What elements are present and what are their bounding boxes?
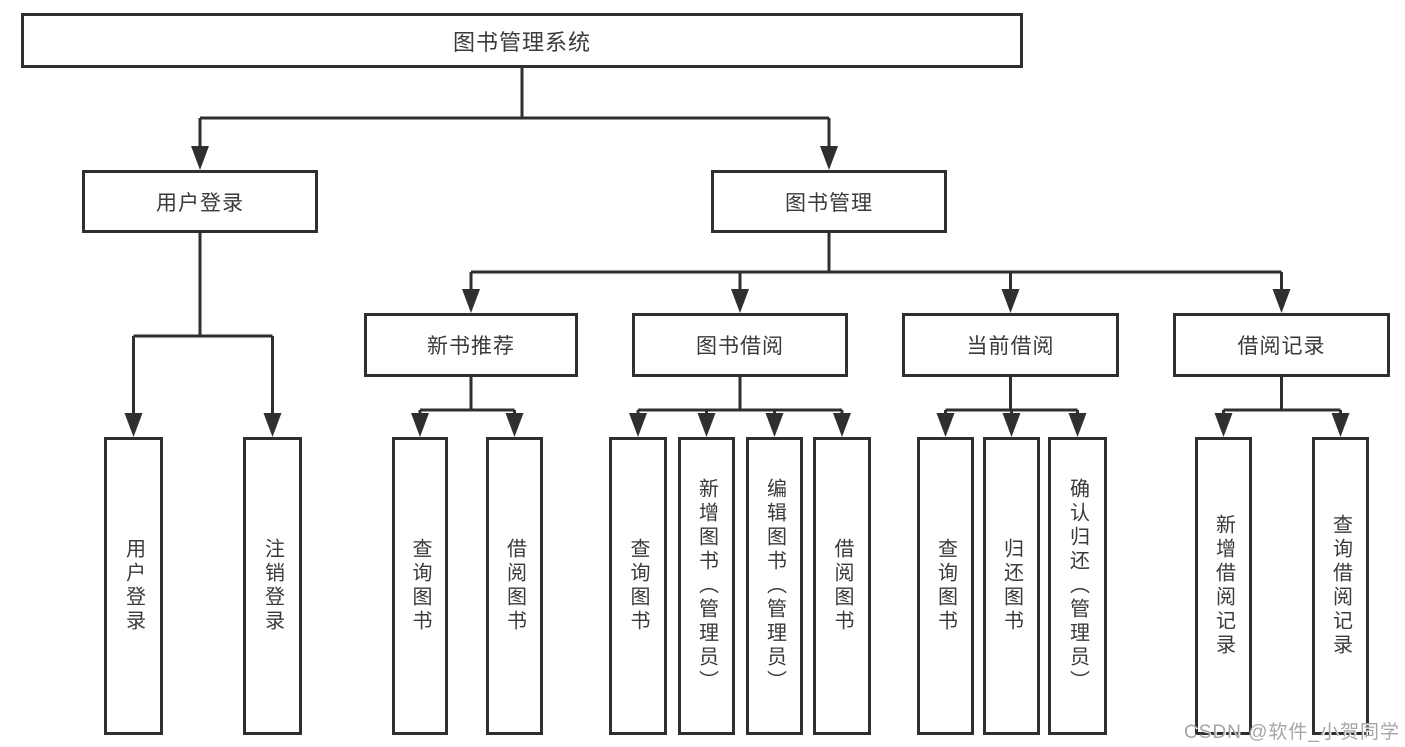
node-book-management-label: 图书管理	[785, 191, 873, 215]
leaf-borrow-books-label: 借阅图书	[831, 538, 853, 634]
leaf-add-books-admin-label: 新增图书（管理员）	[695, 478, 718, 694]
leaf-query-borrow-record-label: 查询借阅记录	[1329, 514, 1352, 658]
node-new-book-recommend-label: 新书推荐	[427, 335, 515, 358]
arrowhead-icons	[124, 146, 1350, 437]
node-book-borrow: 图书借阅	[632, 313, 848, 377]
leaf-edit-books-admin: 编辑图书（管理员）	[746, 437, 803, 735]
leaf-query-books-current-label: 查询图书	[934, 538, 957, 634]
csdn-watermark: CSDN @软件_小贺同学	[1184, 722, 1400, 743]
node-book-borrow-label: 图书借阅	[696, 335, 784, 358]
node-current-borrow: 当前借阅	[902, 313, 1119, 377]
leaf-user-login-label: 用户登录	[122, 538, 145, 634]
leaf-borrow-books-recommend-label: 借阅图书	[503, 538, 526, 634]
node-borrow-records: 借阅记录	[1173, 313, 1390, 377]
node-user-login: 用户登录	[82, 170, 318, 233]
leaf-add-books-admin: 新增图书（管理员）	[678, 437, 735, 735]
leaf-return-books: 归还图书	[983, 437, 1040, 735]
node-current-borrow-label: 当前借阅	[966, 335, 1055, 358]
leaf-user-login: 用户登录	[104, 437, 163, 735]
leaf-query-books-borrow: 查询图书	[609, 437, 667, 735]
leaf-confirm-return-admin-label: 确认归还（管理员）	[1066, 478, 1089, 694]
leaf-borrow-books: 借阅图书	[813, 437, 871, 735]
node-root: 图书管理系统	[21, 13, 1023, 68]
node-user-login-label: 用户登录	[156, 191, 244, 215]
node-book-management: 图书管理	[711, 170, 947, 233]
leaf-query-books-borrow-label: 查询图书	[627, 538, 649, 634]
leaf-edit-books-admin-label: 编辑图书（管理员）	[763, 478, 786, 694]
leaf-borrow-books-recommend: 借阅图书	[486, 437, 543, 735]
leaf-logout: 注销登录	[243, 437, 302, 735]
leaf-query-books-recommend: 查询图书	[392, 437, 448, 735]
leaf-query-books-recommend-label: 查询图书	[409, 538, 431, 634]
node-new-book-recommend: 新书推荐	[364, 313, 578, 377]
leaf-logout-label: 注销登录	[261, 538, 284, 634]
leaf-add-borrow-record-label: 新增借阅记录	[1212, 514, 1235, 658]
leaf-return-books-label: 归还图书	[1000, 538, 1023, 634]
node-borrow-records-label: 借阅记录	[1237, 335, 1326, 358]
leaf-query-books-current: 查询图书	[917, 437, 974, 735]
leaf-query-borrow-record: 查询借阅记录	[1312, 437, 1369, 735]
leaf-add-borrow-record: 新增借阅记录	[1195, 437, 1252, 735]
node-root-label: 图书管理系统	[452, 29, 591, 55]
leaf-confirm-return-admin: 确认归还（管理员）	[1048, 437, 1107, 735]
